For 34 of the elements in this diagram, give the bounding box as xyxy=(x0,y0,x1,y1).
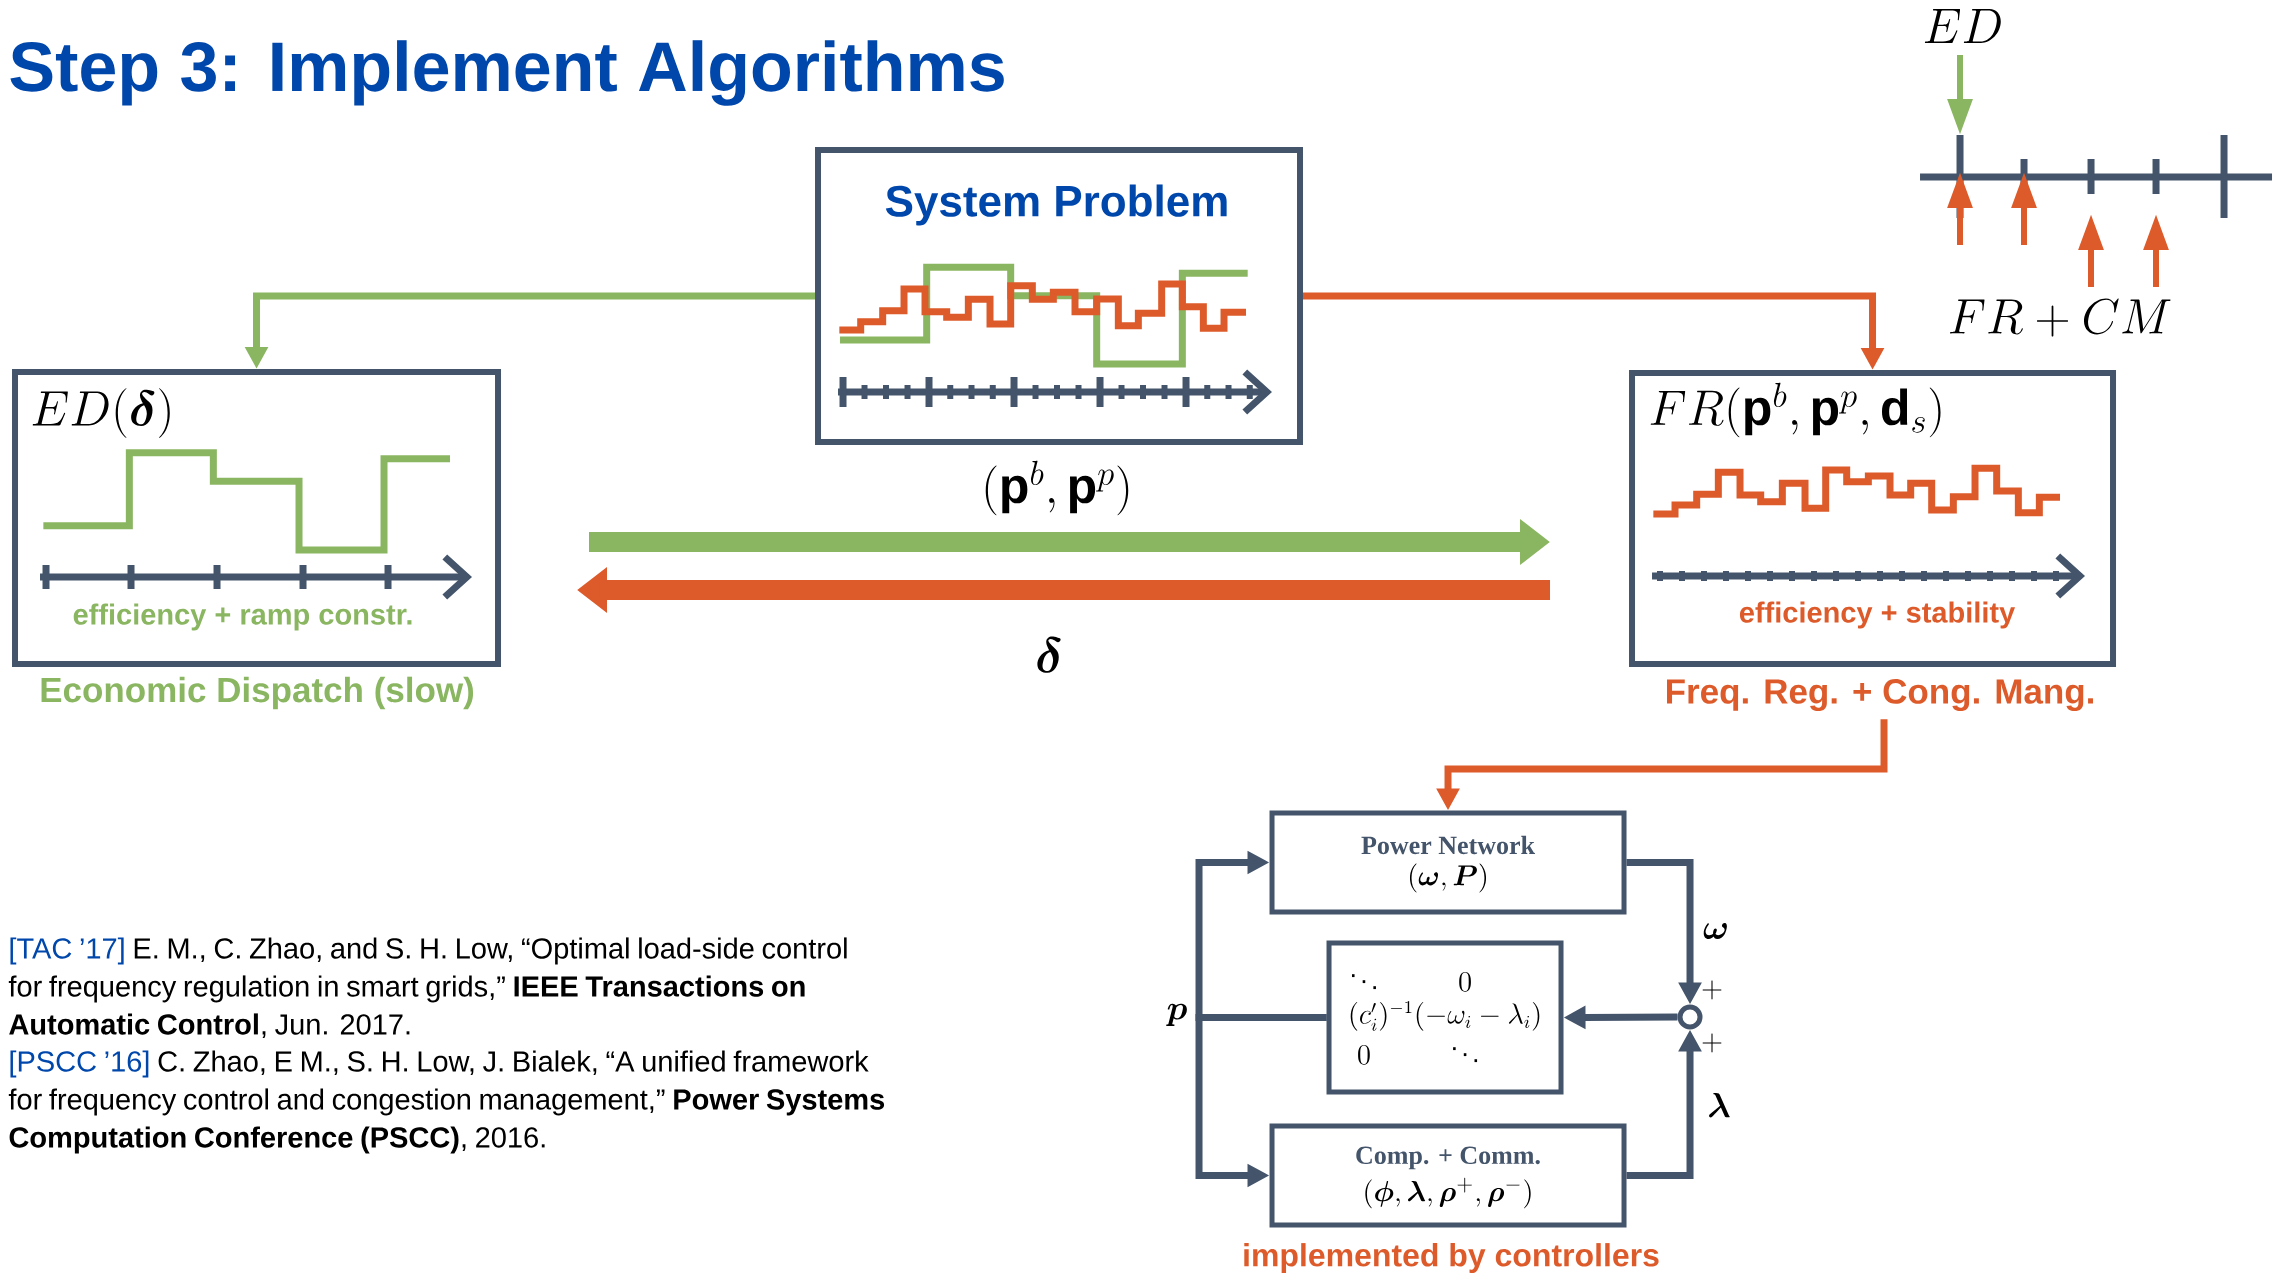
label: for frequency regulation in smart grids,” IEEE Transactions on xyxy=(8,975,805,1003)
label: Automatic Control, Jun. 2017. xyxy=(9,1013,410,1039)
node-label: $ED(\boldsymbol{\delta})$ xyxy=(32,388,170,438)
label: [PSCC ’16] xyxy=(10,1050,149,1078)
reference-text: [PSCC ’16] C. Zhao, E M., S. H. Low, J. Bialek, “A unified framework for frequency control and congestion management,” Power Systems Computation Conference (PSCC), 2016. xyxy=(8,1050,885,1154)
node-label: $FR(\mathbf{p}^b,\mathbf{p}^p,\mathbf{d}_s)$ xyxy=(1650,382,1941,438)
sign-label: $+$ xyxy=(1702,1033,1722,1053)
problem-box: System Problem xyxy=(815,147,1303,445)
matrix-box: $\begin{array}{cc}\ddots & 0\\ \multicolumn{2}{c}{(c_i')^{-1}(-\omega_i-\lambda_i)}\\ 0 & \ddots\end{array}$ xyxy=(1326,940,1564,1095)
sign-label: $+$ xyxy=(1702,980,1722,1000)
node-label: Freq. Reg. + Cong. Mang. xyxy=(1667,679,2093,711)
label: E. M., C. Zhao, and S. H. Low, “Optimal load-side control xyxy=(134,937,847,965)
axis-label: $FR + CM$ xyxy=(1950,298,2171,337)
axis-label: $ED$ xyxy=(1924,9,2001,43)
label: for frequency control and congestion management,” Power Systems xyxy=(8,1088,885,1116)
summing-junction xyxy=(1677,1004,1703,1030)
dispatch-box: $ED(\boldsymbol{\delta})$ efficiency + ramp constr. xyxy=(12,369,501,667)
edge-label: $\boldsymbol{\delta}$ xyxy=(1033,635,1065,675)
regulation-box: $FR(\mathbf{p}^b,\mathbf{p}^p,\mathbf{d}_s)$ efficiency + stability xyxy=(1629,370,2116,667)
edge-label: $\boldsymbol{p}$ xyxy=(1164,1001,1190,1029)
node-label: efficiency + stability xyxy=(1739,601,2016,629)
edge-label: $\boldsymbol{\omega}$ xyxy=(1701,921,1732,941)
label: [TAC ’17] xyxy=(10,937,124,965)
node-label: Economic Dispatch (slow) xyxy=(41,676,474,710)
reference-text: [TAC ’17] E. M., C. Zhao, and S. H. Low, “Optimal load-side control for frequency regulation in smart grids,” IEEE Transactions on Automatic Control, Jun. 2017. xyxy=(8,937,847,1039)
label: Computation Conference (PSCC), 2016. xyxy=(9,1126,545,1154)
slide-title: Step 3: Implement Algorithms xyxy=(10,40,1004,106)
node-label: efficiency + ramp constr. xyxy=(73,603,412,631)
node-label: implemented by controllers xyxy=(1244,1243,1659,1273)
edge-label: $\boldsymbol{\lambda}$ xyxy=(1705,1091,1733,1119)
label: C. Zhao, E M., S. H. Low, J. Bialek, “A unified framework xyxy=(158,1050,869,1076)
node-label: $(\mathbf{p}^b,\mathbf{p}^p)$ xyxy=(985,460,1129,516)
network-box: Power Network $(\boldsymbol{\omega},\boldsymbol{P})$ xyxy=(1269,810,1627,915)
controller-box: Comp. + Comm. $(\boldsymbol{\phi},\boldsymbol{\lambda},\boldsymbol{\rho}^+,\boldsymbol{\rho}^-)$ xyxy=(1269,1123,1627,1228)
